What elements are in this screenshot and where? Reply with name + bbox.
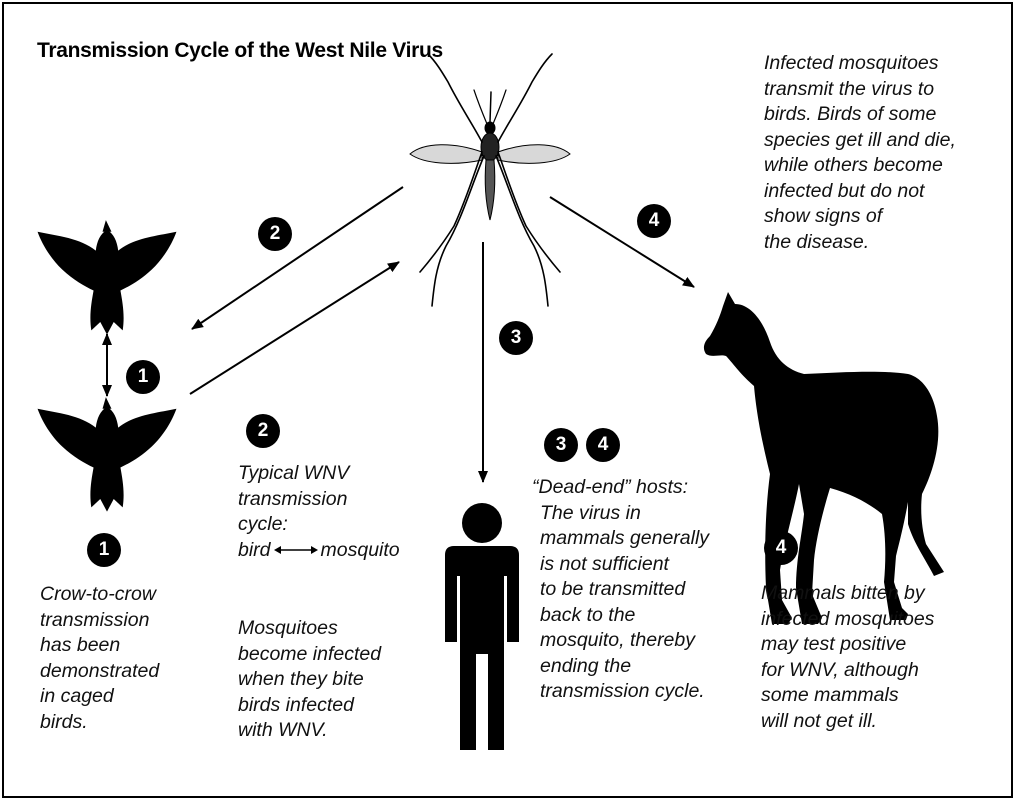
mosquito-illustration — [410, 54, 570, 306]
double-arrow-icon — [274, 543, 318, 557]
caption-crow-to-crow: Crow-to-crow transmission has been demon… — [40, 582, 159, 735]
caption-4-badge: 4 — [586, 428, 620, 462]
step-1-badge: 1 — [126, 360, 160, 394]
caption-mosquitoes-infected: Mosquitoes become infected when they bit… — [238, 616, 381, 744]
arrow-mosquito-to-horse — [550, 197, 694, 287]
caption-dead-end-hosts: “Dead-end” hosts: The virus in mammals g… — [532, 475, 709, 705]
step-4-badge: 4 — [637, 204, 671, 238]
caption-3-badge: 3 — [544, 428, 578, 462]
caption-1-badge: 1 — [87, 533, 121, 567]
step-2-badge: 2 — [258, 217, 292, 251]
step-3-badge: 3 — [499, 321, 533, 355]
caption-mammals-bitten: Mammals bitten by infected mosquitoes ma… — [761, 581, 934, 734]
arrow-mosquito-to-bird — [192, 187, 403, 329]
horse-silhouette — [704, 292, 944, 624]
bird-top-silhouette — [38, 220, 177, 334]
caption-4-mammals-badge: 4 — [764, 531, 798, 565]
caption-birds-infection: Infected mosquitoes transmit the virus t… — [764, 51, 956, 255]
human-silhouette — [445, 503, 519, 750]
caption-2-badge: 2 — [246, 414, 280, 448]
bird-bottom-silhouette — [38, 397, 177, 511]
arrow-bird-to-mosquito — [190, 262, 399, 394]
